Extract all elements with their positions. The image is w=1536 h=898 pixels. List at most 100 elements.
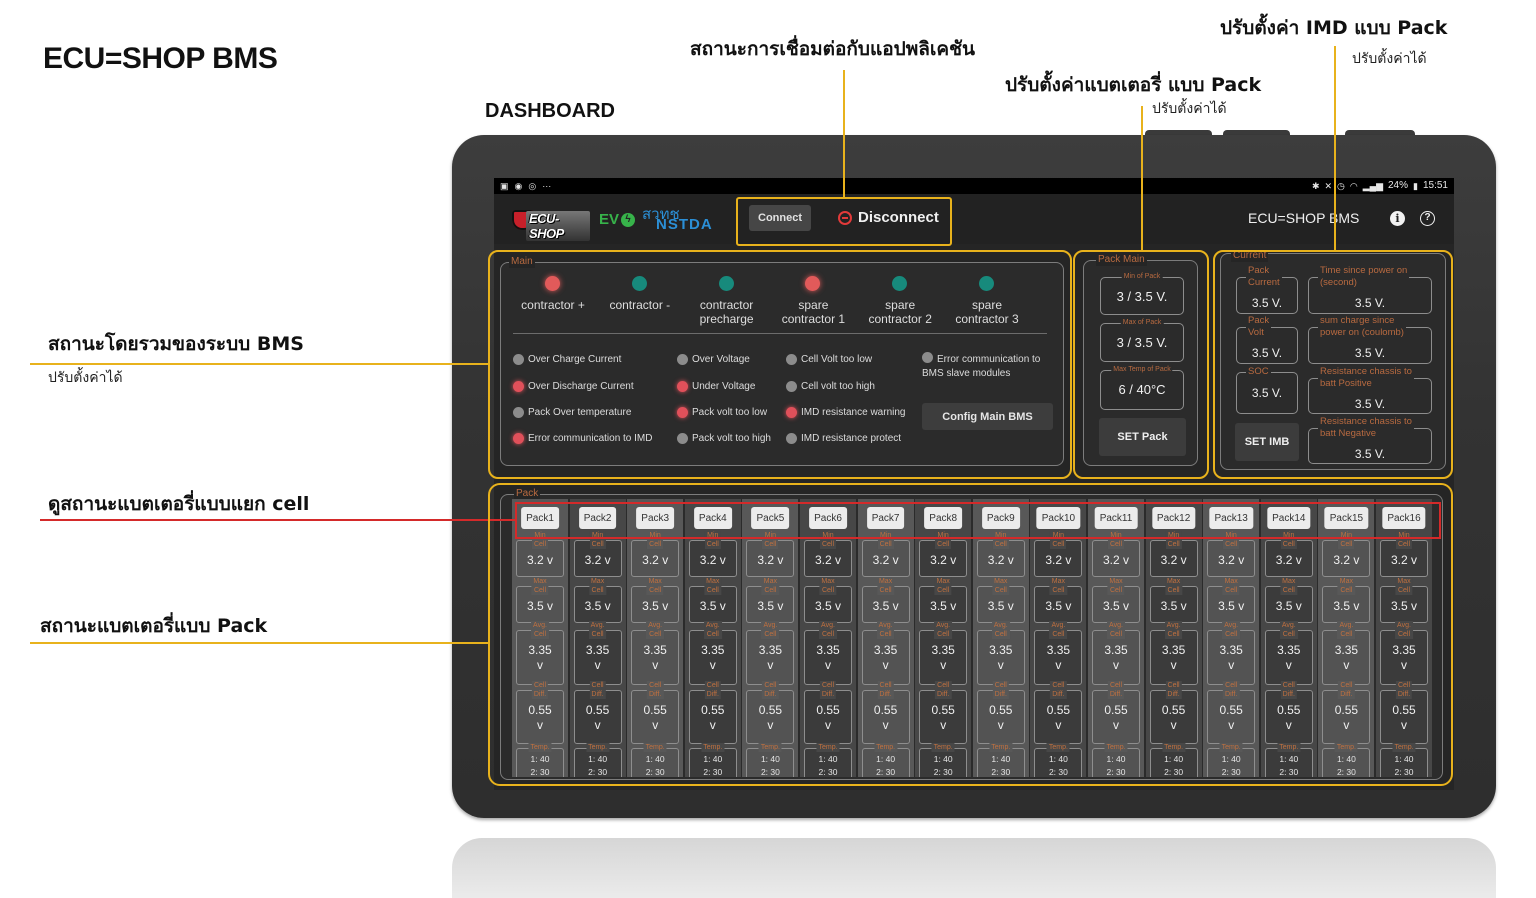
- callout-line: [1334, 46, 1336, 251]
- alarm-label: Over Charge Current: [528, 353, 622, 365]
- pack-legend: Pack: [514, 488, 541, 500]
- max-cell-value: 3.5 v: [987, 599, 1014, 613]
- config-main-bms-button[interactable]: Config Main BMS: [922, 403, 1053, 430]
- pack-select-button[interactable]: Pack7: [866, 507, 905, 529]
- cell-view-callout: ดูสถานะแบตเตอรี่แบบแยก cell: [48, 493, 310, 515]
- pack-select-button[interactable]: Pack13: [1209, 507, 1253, 529]
- cell-diff-value: 0.55: [873, 703, 898, 717]
- alarm-status-icon: [677, 432, 688, 444]
- alarm-status-icon: [513, 432, 524, 444]
- status-lamp-icon: [805, 276, 821, 291]
- soc-field: SOC 3.5 V.: [1236, 366, 1298, 414]
- pack-current-value: 3.5 V.: [1251, 296, 1283, 310]
- pack-select-button[interactable]: Pack8: [924, 507, 963, 529]
- pack-select-button[interactable]: Pack1: [521, 507, 559, 529]
- nstda-text: NSTDA: [656, 216, 713, 233]
- pack-select-button[interactable]: Pack16: [1382, 507, 1426, 529]
- min-cell-value: 3.2 v: [699, 553, 726, 567]
- pack-select-button[interactable]: Pack10: [1036, 507, 1081, 529]
- pack-select-button[interactable]: Pack15: [1324, 507, 1369, 529]
- min-cell-value: 3.2 v: [1045, 553, 1072, 567]
- set-pack-button[interactable]: SET Pack: [1099, 418, 1186, 456]
- status-notifications: ▣◉◎···: [500, 178, 551, 194]
- cell-diff-value: 0.55: [643, 703, 667, 717]
- help-icon[interactable]: ?: [1420, 211, 1435, 226]
- max-cell-value: 3.5 v: [1160, 599, 1187, 613]
- temp-sensor-2: 2: 30: [1221, 767, 1241, 777]
- temp-box-label: Temp.: [528, 743, 552, 752]
- pack-select-button[interactable]: Pack5: [751, 507, 790, 529]
- cell-diff-value: 0.55: [1161, 703, 1186, 717]
- cell-diff-value: 0.55: [1046, 703, 1071, 717]
- temp-sensor-2: 2: 30: [1279, 767, 1299, 777]
- min-of-pack-field: Min of Pack 3 / 3.5 V.: [1100, 272, 1184, 315]
- pack-select-button[interactable]: Pack12: [1151, 507, 1196, 529]
- pack-main-highlight: [1073, 250, 1209, 479]
- temp-sensor-1: 1: 40: [1106, 754, 1126, 764]
- pack-select-button[interactable]: Pack11: [1094, 507, 1138, 529]
- app-bar: ECU-SHOP EV ϟ สวทช NSTDA Connect Disconn…: [494, 194, 1454, 244]
- avg-cell-unit: v: [1343, 658, 1350, 672]
- alarm-status-icon: [786, 380, 797, 392]
- main-highlight: [488, 250, 1072, 479]
- gallery-icon: ▣: [500, 181, 509, 191]
- temp-box-label: Temp.: [758, 743, 782, 752]
- status-lamp-icon: [979, 276, 994, 291]
- nstda-logo: สวทช NSTDA: [642, 202, 720, 234]
- temp-sensor-1: 1: 40: [933, 754, 953, 764]
- avg-cell-unit: v: [537, 658, 543, 672]
- max-cell-value: 3.5 v: [526, 599, 553, 613]
- set-imb-button[interactable]: SET IMB: [1235, 423, 1299, 461]
- min-cell-value: 3.2 v: [757, 553, 784, 567]
- contactor-label: contractor -: [609, 298, 671, 312]
- cell-diff-unit: v: [1228, 718, 1235, 732]
- info-icon[interactable]: i: [1390, 211, 1405, 226]
- alarm-label: Error communication to IMD: [528, 432, 653, 444]
- max-cell-value: 3.5 v: [699, 599, 726, 613]
- avg-cell-value: 3.35: [1104, 643, 1128, 657]
- pack-select-button[interactable]: Pack9: [981, 507, 1020, 529]
- alarm-indicator: Cell volt too high: [786, 379, 875, 393]
- resistance-negative-value: 3.5 V.: [1354, 447, 1386, 461]
- avg-cell-box-label: Avg.Cell: [876, 621, 895, 639]
- temp-sensor-1: 1: 40: [991, 754, 1011, 764]
- pack-select-button[interactable]: Pack3: [636, 507, 675, 529]
- pack-select-button[interactable]: Pack2: [578, 507, 617, 529]
- cell-diff-unit: v: [997, 718, 1004, 732]
- temp-sensor-1: 1: 40: [760, 754, 780, 764]
- cell-diff-value: 0.55: [1277, 703, 1301, 717]
- connect-button[interactable]: Connect: [749, 205, 811, 231]
- alarm-status-icon: [513, 353, 524, 365]
- min-cell-value: 3.2 v: [1390, 553, 1417, 567]
- alarm-indicator: Cell Volt too low: [786, 352, 872, 366]
- pack-select-button[interactable]: Pack6: [809, 507, 847, 529]
- mute-icon: ✕: [1324, 181, 1333, 191]
- alarm-label: IMD resistance protect: [801, 432, 902, 444]
- pack-select-button[interactable]: Pack14: [1267, 507, 1311, 529]
- alarm-label: Under Voltage: [692, 380, 756, 392]
- pack-select-button[interactable]: Pack4: [693, 507, 732, 529]
